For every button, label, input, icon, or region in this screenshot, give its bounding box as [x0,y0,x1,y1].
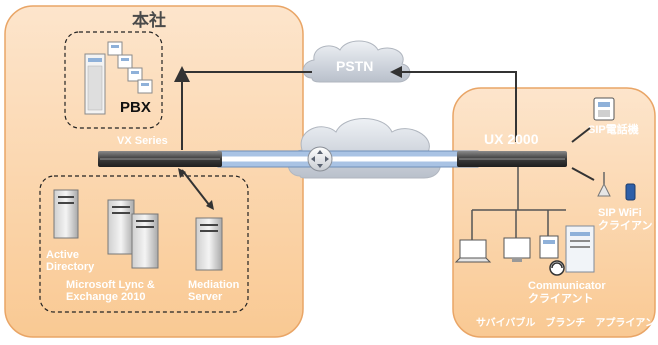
sip-wifi-label: SIP WiFi クライアント [598,207,658,232]
desktop-icon [503,237,531,262]
pstn-cloud: PSTN [302,40,411,83]
vx-series-label: VX Series [117,135,168,147]
pbx-group: PBX [64,31,163,129]
server-active-directory-icon [53,189,79,239]
mediation-server-label: Mediation Server [188,279,242,303]
pbx-phones-icon [107,41,153,94]
headquarters-title: 本社 [132,10,166,30]
lync-exchange-label: Microsoft Lync & Exchange 2010 [66,279,158,303]
headset-icon [549,260,565,276]
wifi-link [571,167,595,181]
pstn-links [174,66,517,150]
sip-phone-link [571,127,591,143]
wan-link [217,150,479,168]
branch-lan [471,167,566,240]
pbx-label: PBX [120,99,151,116]
desk-phone-icon [539,235,559,259]
laptop-icon [454,239,492,263]
server-exchange-icon [131,213,159,269]
router-icon [307,146,333,172]
ipwan-label: IP WAN [360,175,410,191]
branch-footer-label: サバイバブル ブランチ アプライアンス [476,316,658,329]
ux-2000-label: UX 2000 [484,131,539,147]
sip-phone-label: SIP電話機 [588,122,639,136]
vx-device [98,151,222,167]
branch-panel [452,87,656,338]
active-directory-label: Active Directory [46,249,95,273]
server-mediation-icon [195,217,223,271]
server-lync-icon [107,199,135,255]
ux-device [457,151,567,167]
wifi-phone-icon [625,183,636,201]
wifi-ap-icon [597,172,611,197]
appliance-tower-icon [565,225,595,273]
servers-group: Active Directory Microsoft Lync & Exchan… [39,168,249,313]
communicator-label: Communicator クライアント [528,280,609,305]
pbx-cabinet-icon [84,53,106,115]
sip-phone-icon [593,97,615,121]
pstn-label: PSTN [336,58,373,74]
